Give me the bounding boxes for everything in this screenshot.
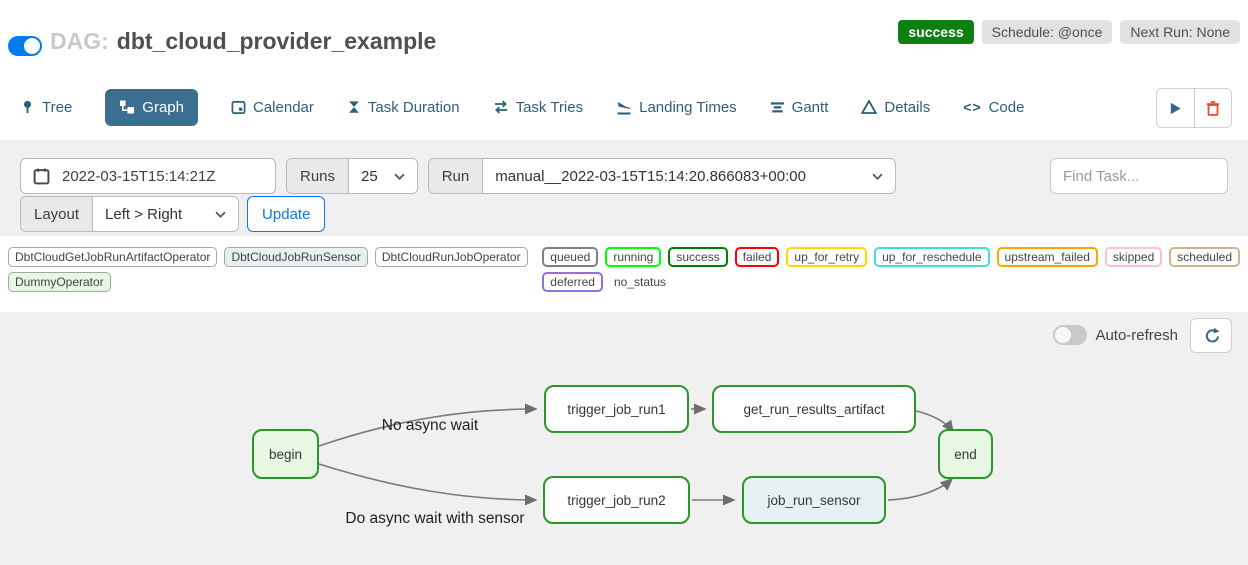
state-badge[interactable]: failed xyxy=(734,247,780,267)
operator-badge: DbtCloudJobRunSensor xyxy=(224,247,368,267)
dag-edges xyxy=(318,403,954,506)
runs-value: 25 xyxy=(361,167,378,185)
tab-code[interactable]: <> Code xyxy=(963,99,1024,116)
delete-dag-button[interactable] xyxy=(1194,89,1231,127)
run-group: Run manual__2022-03-15T15:14:20.866083+0… xyxy=(427,158,897,194)
tab-gantt[interactable]: Gantt xyxy=(770,98,829,116)
state-badge[interactable]: running xyxy=(605,247,662,267)
operator-badge: DummyOperator xyxy=(8,272,111,292)
filter-row-1: 2022-03-15T15:14:21Z Runs 25 Run manual_… xyxy=(20,158,1228,194)
tab-label: Calendar xyxy=(253,98,314,116)
operator-badge: DbtCloudGetJobRunArtifactOperator xyxy=(8,247,218,267)
task-node-end[interactable]: end xyxy=(938,429,993,479)
chevron-down-icon xyxy=(872,173,883,180)
state-badge[interactable]: scheduled xyxy=(1169,247,1240,267)
state-badge[interactable]: up_for_retry xyxy=(786,247,868,267)
state-badge[interactable]: success xyxy=(668,247,728,267)
task-node-trigger-job-run1[interactable]: trigger_job_run1 xyxy=(544,385,689,433)
header-badges: success Schedule: @once Next Run: None xyxy=(898,20,1240,44)
tab-graph[interactable]: Graph xyxy=(105,88,198,126)
tab-label: Graph xyxy=(142,98,184,116)
trigger-dag-button[interactable] xyxy=(1157,89,1194,127)
layout-select[interactable]: Left > Right xyxy=(93,197,239,231)
tab-task-duration[interactable]: Task Duration xyxy=(347,99,460,116)
state-badge[interactable]: upstream_failed xyxy=(996,247,1098,267)
toggle-knob xyxy=(24,38,40,54)
landing-times-icon xyxy=(616,99,632,115)
details-icon xyxy=(861,99,878,115)
refresh-icon xyxy=(1203,327,1220,344)
schedule-badge[interactable]: Schedule: @once xyxy=(981,20,1113,44)
dag-action-buttons xyxy=(1156,88,1232,128)
task-tries-icon xyxy=(493,99,509,115)
chevron-down-icon xyxy=(215,211,226,218)
tree-icon xyxy=(20,99,35,115)
edge-label-do-async-wait: Do async wait with sensor xyxy=(345,510,525,527)
tab-details[interactable]: Details xyxy=(861,99,930,116)
task-duration-icon xyxy=(347,99,361,115)
state-badge[interactable]: deferred xyxy=(542,272,603,292)
dag-pause-toggle[interactable] xyxy=(8,36,42,56)
trash-icon xyxy=(1205,100,1221,117)
layout-value: Left > Right xyxy=(105,205,183,223)
tab-label: Tree xyxy=(42,98,73,116)
gantt-icon xyxy=(770,99,785,115)
operator-legend: DbtCloudGetJobRunArtifactOperator DbtClo… xyxy=(8,247,530,292)
state-legend: queued running success failed up_for_ret… xyxy=(542,247,1240,292)
filter-bar: 2022-03-15T15:14:21Z Runs 25 Run manual_… xyxy=(0,140,1248,236)
auto-refresh-label: Auto-refresh xyxy=(1095,326,1178,344)
runs-label: Runs xyxy=(287,159,350,193)
run-value: manual__2022-03-15T15:14:20.866083+00:00 xyxy=(495,167,806,185)
task-node-trigger-job-run2[interactable]: trigger_job_run2 xyxy=(543,476,690,524)
tab-landing-times[interactable]: Landing Times xyxy=(616,99,737,116)
tab-calendar[interactable]: Calendar xyxy=(231,99,314,116)
play-icon xyxy=(1168,101,1183,116)
tab-label: Task Tries xyxy=(515,98,584,116)
run-select[interactable]: manual__2022-03-15T15:14:20.866083+00:00 xyxy=(483,159,896,193)
state-badge[interactable]: queued xyxy=(542,247,599,267)
dag-label-prefix: DAG: xyxy=(50,28,109,54)
auto-refresh-toggle[interactable] xyxy=(1053,325,1088,345)
auto-refresh-control: Auto-refresh xyxy=(1053,325,1178,345)
page-title: DAG: dbt_cloud_provider_example xyxy=(50,28,436,55)
graph-icon xyxy=(119,99,135,115)
code-icon: <> xyxy=(963,99,982,115)
filter-row-2: Layout Left > Right Update xyxy=(20,196,326,232)
tab-label: Task Duration xyxy=(367,98,460,116)
state-badge[interactable]: skipped xyxy=(1104,247,1163,267)
run-label: Run xyxy=(428,159,484,193)
layout-group: Layout Left > Right xyxy=(20,196,240,232)
runs-select[interactable]: 25 xyxy=(349,159,417,193)
state-badge[interactable]: up_for_reschedule xyxy=(874,247,990,267)
toggle-knob xyxy=(1055,327,1072,343)
tab-label: Code xyxy=(988,98,1025,116)
base-date-input[interactable]: 2022-03-15T15:14:21Z xyxy=(20,158,276,194)
datepicker-calendar-icon xyxy=(33,167,50,185)
chevron-down-icon xyxy=(394,173,405,180)
tab-tree[interactable]: Tree xyxy=(20,99,72,116)
find-task-input[interactable]: Find Task... xyxy=(1050,158,1228,194)
calendar-icon xyxy=(231,99,246,115)
dag-graph-panel: Auto-refresh begin trigger_job_run1 get_… xyxy=(0,312,1248,565)
state-badge[interactable]: no_status xyxy=(613,275,667,289)
task-node-begin[interactable]: begin xyxy=(252,429,319,479)
tab-task-tries[interactable]: Task Tries xyxy=(493,98,584,116)
legend: DbtCloudGetJobRunArtifactOperator DbtClo… xyxy=(8,247,1240,292)
runs-group: Runs 25 xyxy=(286,158,418,194)
update-button[interactable]: Update xyxy=(247,196,326,232)
tab-label: Gantt xyxy=(791,98,829,116)
dag-name: dbt_cloud_provider_example xyxy=(116,28,437,54)
operator-badge: DbtCloudRunJobOperator xyxy=(374,247,528,267)
tab-label: Details xyxy=(884,98,931,116)
task-node-get-run-results-artifact[interactable]: get_run_results_artifact xyxy=(712,385,916,433)
task-node-job-run-sensor[interactable]: job_run_sensor xyxy=(742,476,886,524)
layout-label: Layout xyxy=(21,197,94,231)
next-run-badge: Next Run: None xyxy=(1120,20,1240,44)
refresh-button[interactable] xyxy=(1190,318,1232,353)
tab-label: Landing Times xyxy=(639,98,737,116)
base-date-value: 2022-03-15T15:14:21Z xyxy=(62,167,216,185)
status-badge: success xyxy=(898,20,974,44)
view-tabbar: Tree Graph Calendar Task Duration Task T… xyxy=(20,86,1024,128)
edge-label-no-async-wait: No async wait xyxy=(381,417,479,434)
